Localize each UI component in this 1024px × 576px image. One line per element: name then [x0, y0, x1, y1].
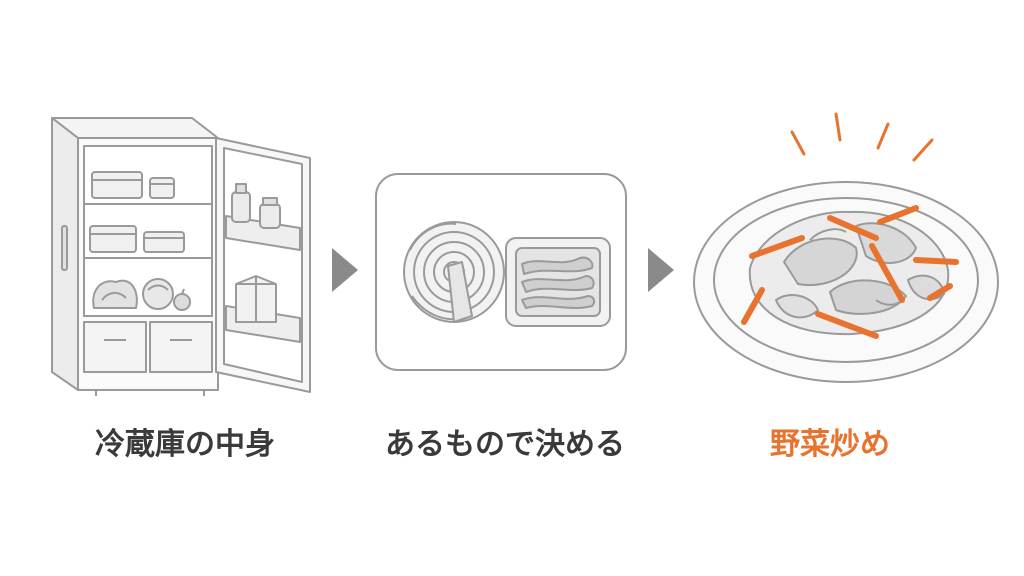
arrow-right-icon: [332, 248, 358, 292]
step-1-label: 冷蔵庫の中身: [95, 427, 275, 462]
stir-fry-plate-icon: [693, 112, 999, 383]
step-2-label: あるもので決める: [385, 427, 625, 462]
cabbage-and-meat-tray-icon: [375, 173, 627, 371]
arrow-right-icon: [648, 248, 674, 292]
refrigerator-icon: [51, 117, 311, 396]
sparkle-icon: [790, 112, 934, 162]
step-1: 冷蔵庫の中身: [40, 0, 330, 576]
step-3-label: 野菜炒め: [770, 427, 890, 462]
step-3: 野菜炒め: [680, 0, 1010, 576]
step-2: あるもので決める: [360, 0, 650, 576]
